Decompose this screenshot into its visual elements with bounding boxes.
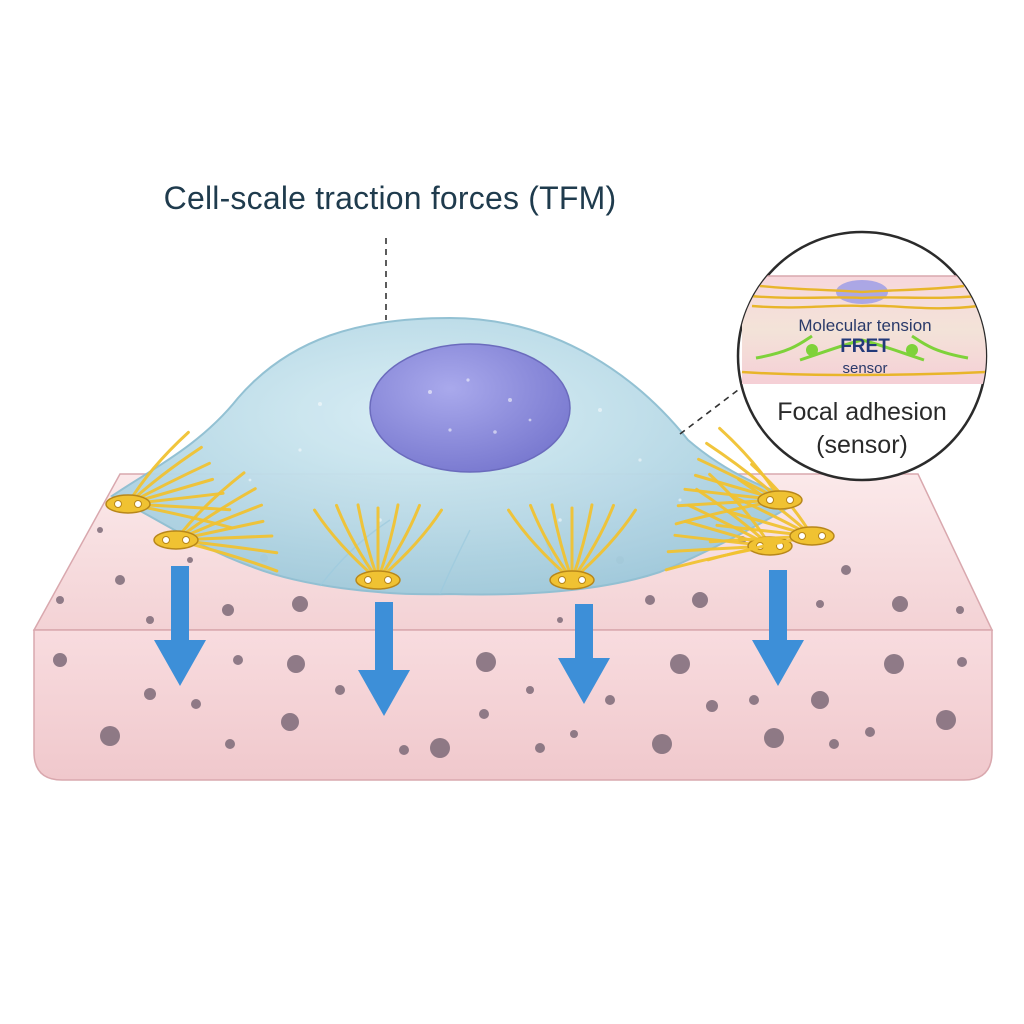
- bead: [399, 745, 409, 755]
- bead: [97, 527, 103, 533]
- bead: [957, 657, 967, 667]
- bead: [335, 685, 345, 695]
- bead: [936, 710, 956, 730]
- inset-fret-sensor: [755, 334, 969, 362]
- bead: [430, 738, 450, 758]
- bead: [56, 596, 64, 604]
- bead: [557, 617, 563, 623]
- bead: [292, 596, 308, 612]
- bead: [605, 695, 615, 705]
- bead: [884, 654, 904, 674]
- bead: [764, 728, 784, 748]
- bead: [829, 739, 839, 749]
- inset-illustration: [741, 275, 986, 384]
- inset-label-fret: FRET: [840, 336, 890, 357]
- focal-adhesion-label-line1: Focal adhesion: [777, 398, 947, 426]
- traction-arrow: [558, 604, 610, 704]
- bead: [706, 700, 718, 712]
- traction-arrow: [154, 566, 206, 686]
- traction-arrow: [752, 570, 804, 686]
- bead: [692, 592, 708, 608]
- bead: [956, 606, 964, 614]
- traction-arrows: [154, 566, 804, 716]
- bead: [811, 691, 829, 709]
- diagram-title: Cell-scale traction forces (TFM): [163, 180, 617, 216]
- bead: [144, 688, 156, 700]
- cell-nucleus: [369, 343, 571, 473]
- bead: [645, 595, 655, 605]
- bead: [100, 726, 120, 746]
- bead: [749, 695, 759, 705]
- bead: [841, 565, 851, 575]
- bead: [892, 596, 908, 612]
- bead: [233, 655, 243, 665]
- bead: [146, 616, 154, 624]
- focal-adhesion: [105, 430, 234, 530]
- focal-adhesions: [105, 426, 835, 590]
- callout-leader-line: [679, 383, 747, 435]
- focal-adhesion: [313, 503, 443, 590]
- bead: [287, 655, 305, 673]
- substrate-front-face: [33, 629, 993, 781]
- focal-adhesion: [507, 503, 637, 590]
- inset-tissue-block: [742, 276, 986, 384]
- focal-adhesion-label-line2: (sensor): [816, 431, 908, 459]
- bead: [526, 686, 534, 694]
- focal-adhesion-label: Focal adhesion (sensor): [742, 396, 982, 462]
- inset-fibers: [749, 284, 981, 310]
- bead: [816, 600, 824, 608]
- focal-adhesion: [674, 426, 803, 526]
- focal-adhesion: [153, 471, 279, 573]
- bead: [281, 713, 299, 731]
- bead: [191, 699, 201, 709]
- bead: [535, 743, 545, 753]
- bead: [225, 739, 235, 749]
- traction-arrow: [358, 602, 410, 716]
- callout-magnifier: [736, 230, 988, 482]
- bead: [476, 652, 496, 672]
- bead: [570, 730, 578, 738]
- bead: [865, 727, 875, 737]
- bead: [652, 734, 672, 754]
- bead: [53, 653, 67, 667]
- bead: [670, 654, 690, 674]
- inset-sensor-nodes: [806, 344, 918, 356]
- bead: [115, 575, 125, 585]
- inset-label-sensor: sensor: [842, 360, 888, 377]
- nucleus-speckles: [428, 378, 532, 434]
- cell: [110, 316, 803, 596]
- inset-label-molecular-tension: Molecular tension: [798, 316, 932, 335]
- bead: [222, 604, 234, 616]
- bead: [187, 557, 193, 563]
- bead: [479, 709, 489, 719]
